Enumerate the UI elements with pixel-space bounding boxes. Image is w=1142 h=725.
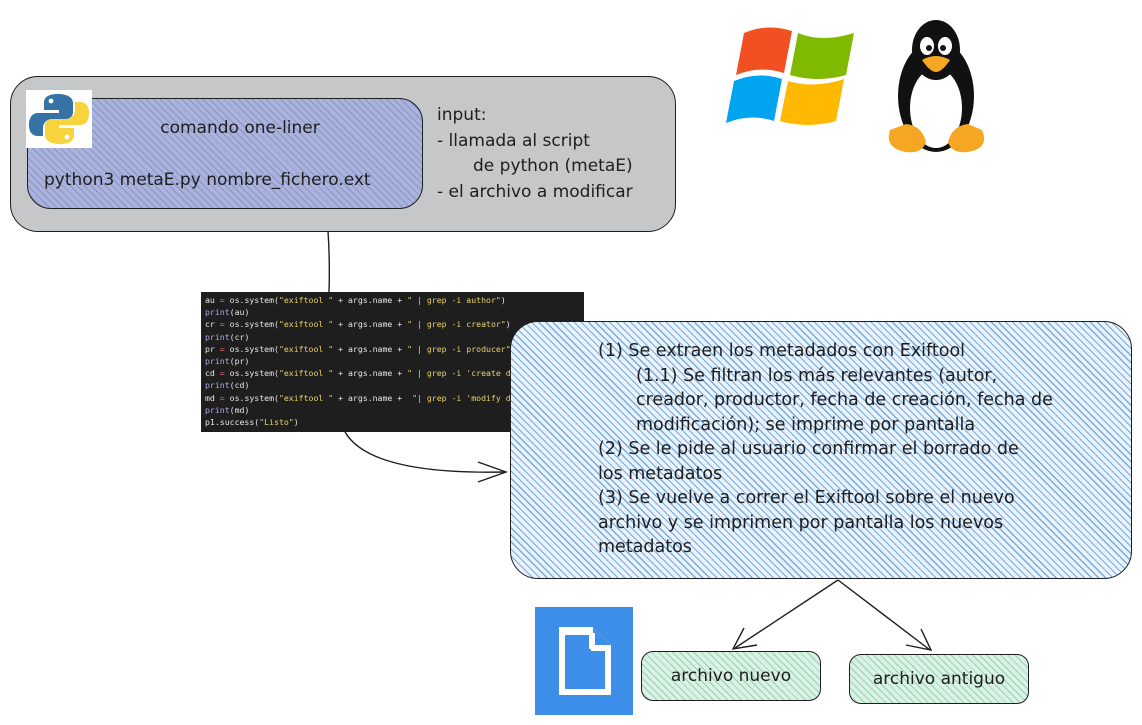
code-punct: ) (500, 295, 506, 305)
code-call: os.system( (229, 368, 279, 379)
connector-input-to-code (327, 230, 331, 293)
code-line: print(cr) (205, 331, 584, 343)
code-punct: ) (293, 417, 299, 428)
code-expression: + args.name + (333, 295, 408, 305)
code-operator: = (219, 392, 230, 403)
code-function: print (205, 404, 230, 415)
code-argument: (au) (229, 307, 250, 318)
code-argument: (md) (229, 404, 250, 415)
code-call: os.system( (229, 295, 279, 305)
arrow-to-old-file (837, 579, 931, 651)
code-string: " | grep -i author" (407, 295, 501, 305)
code-string: "exiftool " (278, 295, 334, 305)
arrowhead-old-file (905, 628, 933, 651)
input-notes-item: de python (metaE) (473, 156, 633, 176)
linux-tux-icon (876, 12, 1000, 158)
code-line: print(md) (205, 404, 584, 416)
code-argument: (pr) (229, 356, 250, 367)
oneliner-title: comando one-liner (160, 118, 320, 138)
code-expression: + args.name + (333, 368, 408, 379)
windows-logo-icon (722, 17, 872, 135)
code-string: "exiftool " (278, 392, 334, 403)
code-punct: ) (505, 319, 511, 330)
arrow-to-new-file (734, 579, 839, 649)
document-icon (535, 607, 633, 715)
code-call: os.system( (229, 319, 279, 330)
code-variable: cd (205, 368, 220, 379)
code-line: print(cd) (205, 379, 584, 391)
description-step: archivo y se imprimen por pantalla los n… (598, 512, 1004, 533)
code-variable: au (205, 295, 220, 305)
oneliner-command: python3 metaE.py nombre_fichero.ext (44, 170, 371, 190)
old-file-box: archivo antiguo (849, 654, 1029, 704)
description-step: (1) Se extraen los metadados con Exiftoo… (598, 341, 966, 361)
code-line: au = os.system("exiftool " + args.name +… (205, 294, 584, 306)
code-string: "Listo" (259, 417, 294, 428)
code-line: cr = os.system("exiftool " + args.name +… (205, 318, 584, 330)
input-notes-heading: input: (437, 105, 487, 125)
new-file-label: archivo nuevo (670, 666, 792, 686)
code-string: " | grep -i creator" (407, 319, 506, 330)
code-operator: = (219, 295, 230, 305)
description-step: (2) Se le pide al usuario confirmar el b… (598, 439, 1019, 459)
description-step: los metadatos (598, 463, 723, 484)
description-box (510, 321, 1132, 579)
description-step: (1.1) Se filtran los más relevantes (aut… (636, 365, 998, 386)
code-argument: (cr) (229, 331, 250, 342)
code-line: p1.success("Listo") (205, 416, 584, 428)
new-file-box: archivo nuevo (641, 651, 821, 701)
code-operator: = (219, 343, 230, 354)
input-notes: input: - llamada al script de python (me… (437, 103, 633, 205)
code-call: os.system( (229, 343, 279, 354)
description-step: (3) Se vuelve a correr el Exiftool sobre… (598, 488, 1015, 508)
code-variable: pr (205, 343, 220, 354)
code-expression: + args.name + (333, 343, 408, 354)
input-notes-item: - el archivo a modificar (437, 181, 633, 202)
input-notes-item: - llamada al script (437, 130, 590, 151)
code-call: p1.success( (205, 417, 260, 428)
description-text: (1) Se extraen los metadados con Exiftoo… (598, 339, 1118, 560)
code-function: print (205, 356, 230, 367)
code-string: "exiftool " (278, 343, 334, 354)
description-step: modificación); se imprime por pantalla (636, 414, 976, 435)
description-step: metadatos (598, 537, 692, 557)
code-string: " | grep -i producer" (407, 343, 511, 354)
code-function: print (205, 307, 230, 318)
arrowhead-new-file (731, 627, 758, 650)
python-logo-icon (26, 90, 92, 148)
arrow-code-to-description (344, 431, 506, 473)
description-step: creador, productor, fecha de creación, f… (636, 390, 1053, 410)
code-variable: cr (205, 319, 220, 330)
code-operator: = (219, 368, 230, 379)
code-call: os.system( (229, 392, 279, 403)
code-expression: + args.name + (333, 319, 408, 330)
code-function: print (205, 331, 230, 342)
code-line: print(au) (205, 306, 584, 318)
code-string: "exiftool " (278, 319, 334, 330)
code-function: print (205, 380, 230, 391)
code-operator: = (219, 319, 230, 330)
code-string: "exiftool " (278, 368, 334, 379)
oneliner-box (27, 98, 423, 209)
code-expression: + args.name + (333, 392, 413, 403)
old-file-label: archivo antiguo (872, 669, 1006, 689)
code-argument: (cd) (229, 380, 250, 391)
code-variable: md (205, 392, 220, 403)
code-line: print(pr) (205, 355, 584, 367)
arrowhead-description (477, 461, 509, 483)
